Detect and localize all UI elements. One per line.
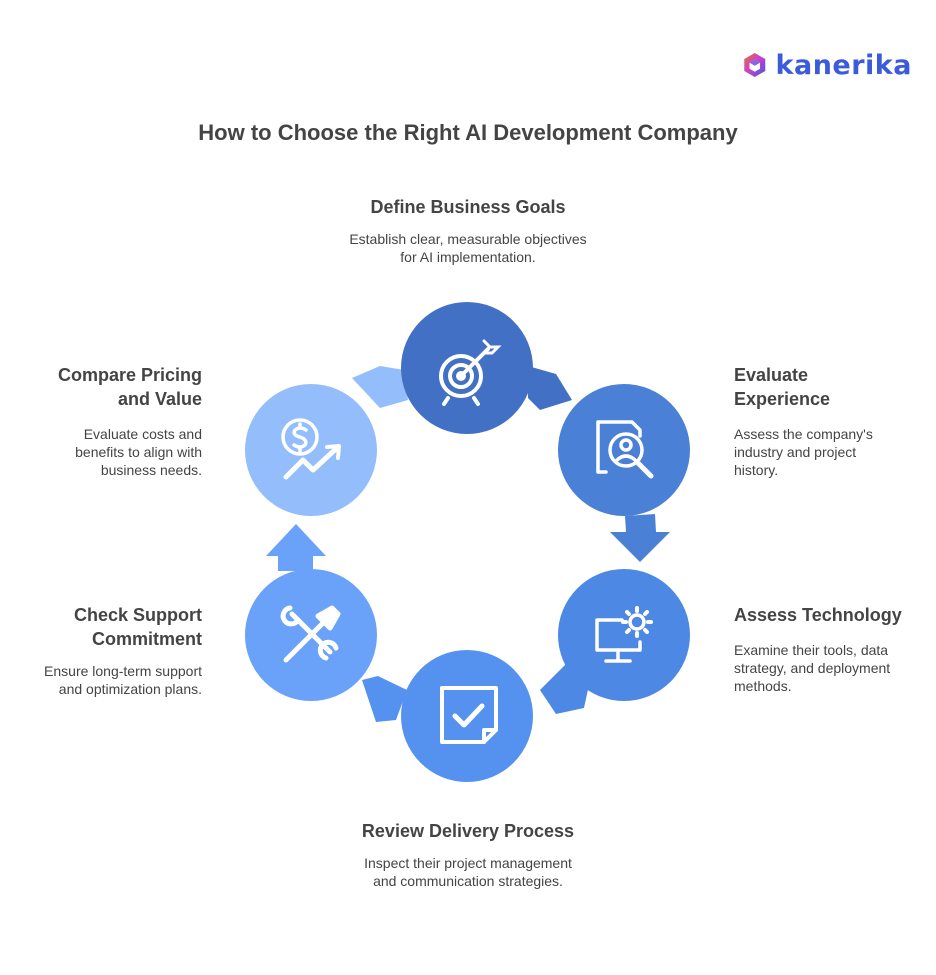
step-circle-delivery — [401, 650, 533, 782]
step-desc-technology: Examine their tools, data strategy, and … — [734, 642, 891, 694]
arrow-delivery-to-support — [362, 676, 407, 722]
dollar-growth-icon — [281, 418, 341, 480]
step-heading-delivery: Review Delivery Process — [361, 821, 575, 841]
step-desc-delivery: Inspect their project management and com… — [364, 855, 572, 889]
step-heading-pricing: Compare Pricing and Value — [57, 365, 202, 409]
brand-name: kanerika — [775, 49, 912, 81]
step-desc-experience: Assess the company's industry and projec… — [734, 426, 873, 478]
step-heading-support: Check Support Commitment — [73, 605, 202, 649]
target-icon — [439, 339, 502, 406]
brand-logo: kanerika — [742, 46, 912, 84]
step-heading-experience: Evaluate Experience — [734, 365, 831, 409]
tools-icon — [280, 605, 341, 663]
step-desc-support: Ensure long-term support and optimizatio… — [44, 663, 202, 697]
step-desc-pricing: Evaluate costs and benefits to align wit… — [75, 426, 202, 478]
arrow-support-to-pricing — [266, 524, 326, 571]
monitor-gear-icon — [595, 606, 653, 663]
cube-logo-icon — [744, 52, 766, 78]
document-search-icon — [596, 420, 654, 479]
checklist-icon — [440, 686, 498, 744]
arrow-pricing-to-goals — [352, 366, 408, 408]
page-title: How to Choose the Right AI Development C… — [198, 120, 738, 145]
step-heading-goals: Define Business Goals — [370, 197, 566, 217]
arrow-goals-to-experience — [528, 366, 572, 410]
arrow-experience-to-technology — [610, 514, 670, 562]
step-heading-technology: Assess Technology — [734, 605, 902, 625]
step-circle-technology — [558, 569, 690, 701]
step-desc-goals: Establish clear, measurable objectives f… — [349, 231, 587, 265]
